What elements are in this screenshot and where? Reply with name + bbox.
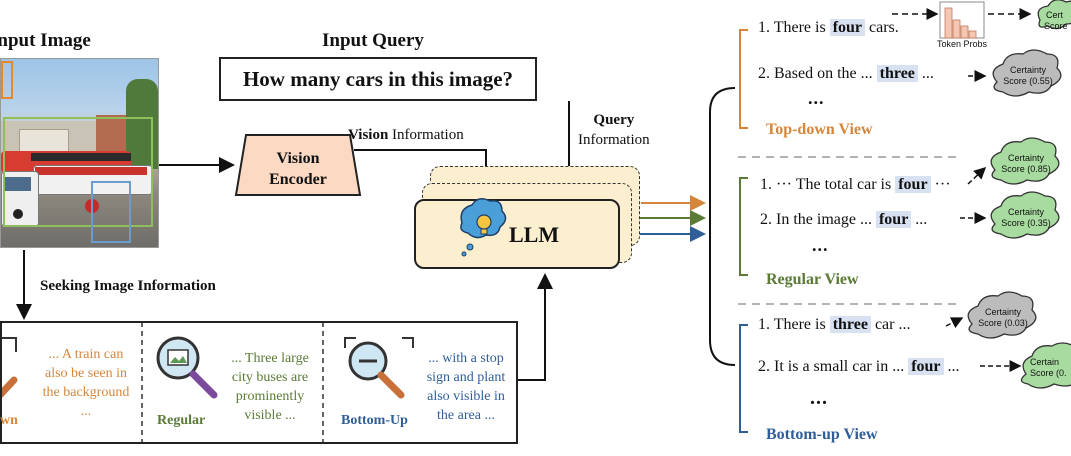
- topdown-line2-answer: three: [876, 65, 918, 82]
- vision-info-rest: Information: [392, 127, 464, 143]
- query-info-line2: Information: [578, 132, 650, 148]
- topdown-score1-cert: Cert: [1046, 10, 1064, 20]
- regular-line2-post: ...: [915, 211, 928, 228]
- bottomup-line1-pre: 1. There is: [758, 316, 826, 333]
- regular-bracket: [739, 177, 748, 276]
- regular-line2-answer: four: [875, 211, 912, 228]
- bottomup-line1: 1. There is three car ...: [758, 316, 910, 334]
- topdown-score2: Score (0.55): [1003, 76, 1053, 86]
- vision-encoder-shape: [234, 134, 362, 196]
- topdown-magnifier-icon: [0, 337, 18, 399]
- vision-encoder-label: Vision Encoder: [240, 148, 356, 190]
- bottomup-name: Bottom-Up: [341, 413, 408, 428]
- cloud-regular-1: [990, 137, 1060, 185]
- bottomup-view-title: Bottom-up View: [766, 426, 878, 443]
- bottomup-line2: 2. It is a small car in ... four ...: [758, 358, 960, 376]
- topdown-score1-score: Score: [1044, 21, 1068, 31]
- bottomup-score1-cert: Certainty: [984, 307, 1021, 317]
- outputs-brace: [709, 87, 736, 366]
- bottomup-magnifier-icon: [344, 337, 414, 399]
- regular-ellipsis: ...: [812, 235, 829, 255]
- bottomup-line2-answer: four: [908, 358, 944, 375]
- input-photo: [0, 58, 159, 248]
- regular-score2: Score (0.35): [1001, 218, 1051, 228]
- bottomup-desc: ... with a stop sign and plant also visi…: [426, 351, 506, 423]
- regular-score1-cert: Certainty: [1007, 153, 1044, 163]
- vision-info-bold: Vision: [348, 127, 389, 143]
- llm-box: [414, 199, 620, 269]
- topdown-line1-post: cars.: [869, 19, 899, 36]
- regular-name: Regular: [157, 413, 206, 428]
- llm-label: LLM: [509, 222, 560, 247]
- regular-line1-pre: 1. ··· The total car is: [760, 176, 892, 193]
- seeking-box: [0, 321, 518, 444]
- topdown-line1: 1. There is four cars.: [758, 19, 899, 37]
- topdown-view-title: Top-down View: [766, 121, 873, 138]
- topdown-line1-pre: 1. There is: [758, 19, 826, 36]
- bottomup-line1-post: car ...: [874, 316, 911, 333]
- vision-encoder-line1: Vision: [276, 150, 320, 167]
- regular-score2-cert: Certainty: [1007, 207, 1044, 217]
- bottomup-score2-cert: Certain: [1030, 357, 1060, 367]
- topdown-ellipsis: ...: [808, 88, 825, 108]
- topdown-line2-post: ...: [921, 65, 934, 82]
- cloud-topdown-1: [1037, 0, 1071, 30]
- query-box: How many cars in this image?: [219, 57, 537, 101]
- regular-line1-post: ···: [934, 176, 951, 193]
- regular-score1: Score (0.85): [1001, 164, 1051, 174]
- query-info-label: Query Information: [578, 110, 650, 150]
- topdown-name: wn: [0, 413, 18, 428]
- token-probs-chart: [939, 1, 985, 39]
- topdown-line1-answer: four: [829, 19, 866, 36]
- token-probs-label: Token Probs: [936, 39, 988, 49]
- regular-line1-answer: four: [895, 176, 931, 193]
- regular-view-title: Regular View: [766, 271, 859, 288]
- cloud-bottomup-2: [1020, 342, 1071, 389]
- input-image-title: Input Image: [0, 30, 91, 51]
- regular-line1: 1. ··· The total car is four ···: [760, 176, 951, 194]
- topdown-line2: 2. Based on the ... three ...: [758, 65, 934, 83]
- bottomup-line2-pre: 2. It is a small car in ...: [758, 358, 905, 375]
- cloud-bottomup-1: [967, 291, 1037, 339]
- bottomup-bracket: [739, 324, 748, 433]
- seeking-label: Seeking Image Information: [40, 278, 216, 294]
- input-query-title: Input Query: [322, 30, 424, 51]
- regular-line2: 2. In the image ... four ...: [760, 211, 927, 229]
- vision-info-label: Vision Information: [348, 127, 464, 144]
- bottomup-line2-post: ...: [947, 358, 960, 375]
- topdown-line2-pre: 2. Based on the ...: [758, 65, 873, 82]
- query-info-line1: Query: [593, 112, 635, 128]
- bottomup-score2: Score (0.: [1030, 368, 1067, 378]
- cloud-regular-2: [990, 191, 1060, 239]
- topdown-bracket: [739, 29, 748, 129]
- regular-desc: ... Three large city buses are prominent…: [231, 351, 309, 423]
- bottomup-line1-answer: three: [829, 316, 871, 333]
- topdown-score2-cert: Certainty: [1009, 65, 1046, 75]
- regular-magnifier-icon: [156, 336, 218, 399]
- regular-line2-pre: 2. In the image ...: [760, 211, 872, 228]
- topdown-desc: ... A train can also be seen in the back…: [42, 347, 130, 419]
- bottomup-ellipsis: ...: [810, 387, 828, 409]
- cloud-topdown-2: [992, 49, 1062, 97]
- bottomup-score1: Score (0.03): [978, 318, 1028, 328]
- seeking-to-llm-arrow: [518, 273, 553, 381]
- query-text: How many cars in this image?: [242, 66, 514, 91]
- vision-encoder-line2: Encoder: [269, 171, 327, 188]
